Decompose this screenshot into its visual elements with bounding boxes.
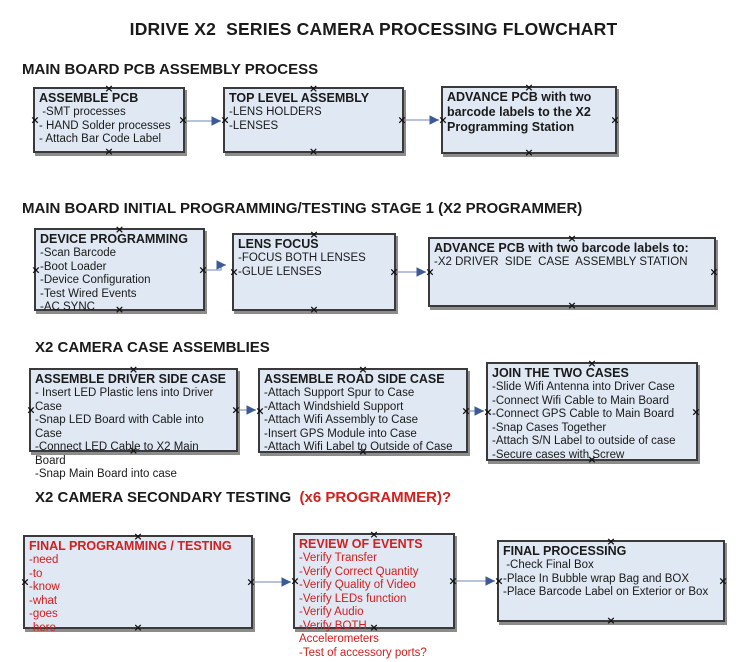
box-item: -Insert GPS Module into Case — [264, 427, 417, 440]
box-item: -Verify BOTH Accelerometers — [299, 619, 379, 646]
flow-box-assemble-pcb[interactable]: ASSEMBLE PCB -SMT processes - HAND Solde… — [30, 83, 188, 157]
section-heading-secondary-testing: X2 CAMERA SECONDARY TESTING (x6 PROGRAMM… — [35, 489, 451, 506]
connection-point-icon: × — [606, 614, 616, 628]
box-item: -Connect Wifi Cable to Main Board — [492, 394, 670, 407]
box-title: ADVANCE PCB with two barcode labels to: — [434, 241, 689, 255]
section-heading-pcb-assembly: MAIN BOARD PCB ASSEMBLY PROCESS — [22, 61, 319, 78]
box-item: -Connect GPS Cable to Main Board — [492, 408, 675, 420]
box-item: - HAND Solder processes — [39, 119, 171, 132]
connection-point-icon: × — [448, 574, 458, 588]
connection-point-icon: × — [718, 574, 728, 588]
connection-point-icon: × — [461, 404, 471, 417]
box-item: -Device Configuration — [40, 274, 151, 286]
flow-box-advance-pcb-driver-side-station[interactable]: ADVANCE PCB with two barcode labels to: … — [425, 233, 719, 311]
box-title: REVIEW OF EVENTS — [299, 537, 423, 551]
section-heading-initial-programming: MAIN BOARD INITIAL PROGRAMMING/TESTING S… — [22, 200, 583, 217]
section-heading-case-assemblies: X2 CAMERA CASE ASSEMBLIES — [35, 339, 270, 356]
connection-point-icon: × — [308, 145, 319, 159]
box-item: -Verify Audio — [299, 606, 364, 618]
box-item: -Snap LED Board with Cable into Case — [35, 414, 207, 440]
flow-box-review-of-events[interactable]: REVIEW OF EVENTS -Verify Transfer -Verif… — [290, 529, 458, 659]
box-item: -Test of accessory ports? — [299, 646, 427, 659]
box-item: -AC SYNC — [40, 301, 95, 313]
box-item: -Attach S/N Label to outside of case — [492, 435, 676, 447]
box-title: ASSEMBLE PCB — [39, 91, 139, 105]
box-item: -Check Final Box — [503, 559, 594, 571]
box-item: -Attach Wifi Label to Outside of Case — [264, 441, 453, 453]
connection-point-icon: × — [246, 575, 256, 589]
box-item: -LENS HOLDERS — [229, 106, 322, 118]
box-item: -Boot Loader — [40, 260, 107, 273]
connection-point-icon: × — [389, 265, 399, 279]
connection-point-icon: × — [397, 113, 407, 127]
flow-box-device-programming[interactable]: DEVICE PROGRAMMING -Scan Barcode -Boot L… — [31, 224, 208, 315]
page-title: IDRIVE X2 SERIES CAMERA PROCESSING FLOWC… — [129, 19, 618, 39]
box-item: -FOCUS BOTH LENSES — [238, 252, 366, 264]
connection-point-icon: × — [524, 146, 534, 160]
box-title: ADVANCE PCB with two barcode labels to t… — [447, 90, 595, 134]
box-item: -Connect LED Cable to X2 Main Board — [35, 441, 202, 467]
connection-point-icon: × — [691, 405, 701, 418]
flow-box-top-level-assembly[interactable]: TOP LEVEL ASSEMBLY -LENS HOLDERS -LENSES… — [220, 83, 407, 157]
box-title: DEVICE PROGRAMMING — [40, 232, 188, 246]
connection-point-icon: × — [104, 145, 114, 159]
connection-point-icon: × — [231, 403, 241, 417]
connection-point-icon: × — [610, 113, 620, 127]
flow-box-final-programming-testing[interactable]: FINAL PROGRAMMING / TESTING -need -to -k… — [20, 531, 256, 634]
box-item: -Place In Bubble wrap Bag and BOX — [503, 572, 690, 585]
box-item: -need — [29, 554, 59, 566]
box-item: -Snap Cases Together — [492, 421, 607, 434]
box-item: -Secure cases with Screw — [492, 448, 625, 461]
box-item: -Verify Quality of Video — [299, 579, 416, 591]
box-item: -Slide Wifi Antenna into Driver Case — [492, 381, 675, 393]
box-item: -to — [29, 567, 43, 580]
connection-point-icon: × — [309, 303, 319, 317]
box-item: -Attach Windshield Support — [264, 400, 404, 413]
flow-arrow[interactable] — [207, 260, 226, 271]
box-title: ASSEMBLE DRIVER SIDE CASE — [35, 372, 227, 386]
box-item: -Snap Main Board into case — [35, 468, 177, 480]
box-title: LENS FOCUS — [238, 237, 319, 251]
box-item: -Attach Support Spur to Case — [264, 387, 415, 399]
box-item: -Scan Barcode — [40, 247, 117, 259]
connection-point-icon: × — [567, 299, 577, 313]
box-title: FINAL PROCESSING — [503, 544, 627, 558]
box-item: -Verify Transfer — [299, 552, 377, 564]
box-item: -LENSES — [229, 119, 279, 132]
box-item: -Place Barcode Label on Exterior or Box — [503, 586, 709, 598]
flow-box-advance-pcb-programming-station[interactable]: ADVANCE PCB with two barcode labels to t… — [438, 82, 620, 158]
flow-box-assemble-driver-side-case[interactable]: ASSEMBLE DRIVER SIDE CASE - Insert LED P… — [26, 364, 241, 480]
box-title: TOP LEVEL ASSEMBLY — [229, 91, 370, 105]
box-item: -X2 DRIVER SIDE CASE ASSEMBLY STATION — [434, 256, 688, 268]
box-item: -Attach Wifi Assembly to Case — [264, 414, 419, 426]
box-title: ASSEMBLE ROAD SIDE CASE — [264, 372, 445, 386]
box-item: -GLUE LENSES — [238, 265, 322, 278]
flow-box-join-the-two-cases[interactable]: JOIN THE TWO CASES -Slide Wifi Antenna i… — [483, 358, 701, 465]
box-item: - Insert LED Plastic lens into Driver Ca… — [35, 387, 217, 413]
box-item: - Attach Bar Code Label — [39, 133, 162, 145]
connection-point-icon: × — [709, 265, 719, 279]
connection-point-icon: × — [198, 263, 208, 276]
box-item: -SMT processes — [39, 106, 126, 118]
box-title: FINAL PROGRAMMING / TESTING — [29, 539, 232, 553]
section-heading-secondary-testing-text: X2 CAMERA SECONDARY TESTING — [35, 489, 292, 506]
box-title: JOIN THE TWO CASES — [492, 366, 629, 380]
section-heading-programmer-question: (x6 PROGRAMMER)? — [291, 489, 452, 506]
box-item: -here — [29, 621, 56, 634]
box-item: -what — [29, 594, 58, 607]
flow-box-lens-focus[interactable]: LENS FOCUS -FOCUS BOTH LENSES -GLUE LENS… — [229, 229, 399, 315]
box-item: -Test Wired Events — [40, 287, 137, 300]
box-item: -goes — [29, 608, 58, 620]
box-item: -Verify LEDs function — [299, 592, 407, 605]
flow-box-final-processing[interactable]: FINAL PROCESSING -Check Final Box -Place… — [494, 536, 728, 626]
flow-box-assemble-road-side-case[interactable]: ASSEMBLE ROAD SIDE CASE -Attach Support … — [255, 364, 471, 457]
box-item: -know — [29, 581, 60, 593]
connection-point-icon: × — [178, 113, 188, 127]
box-item: -Verify Correct Quantity — [299, 565, 419, 578]
